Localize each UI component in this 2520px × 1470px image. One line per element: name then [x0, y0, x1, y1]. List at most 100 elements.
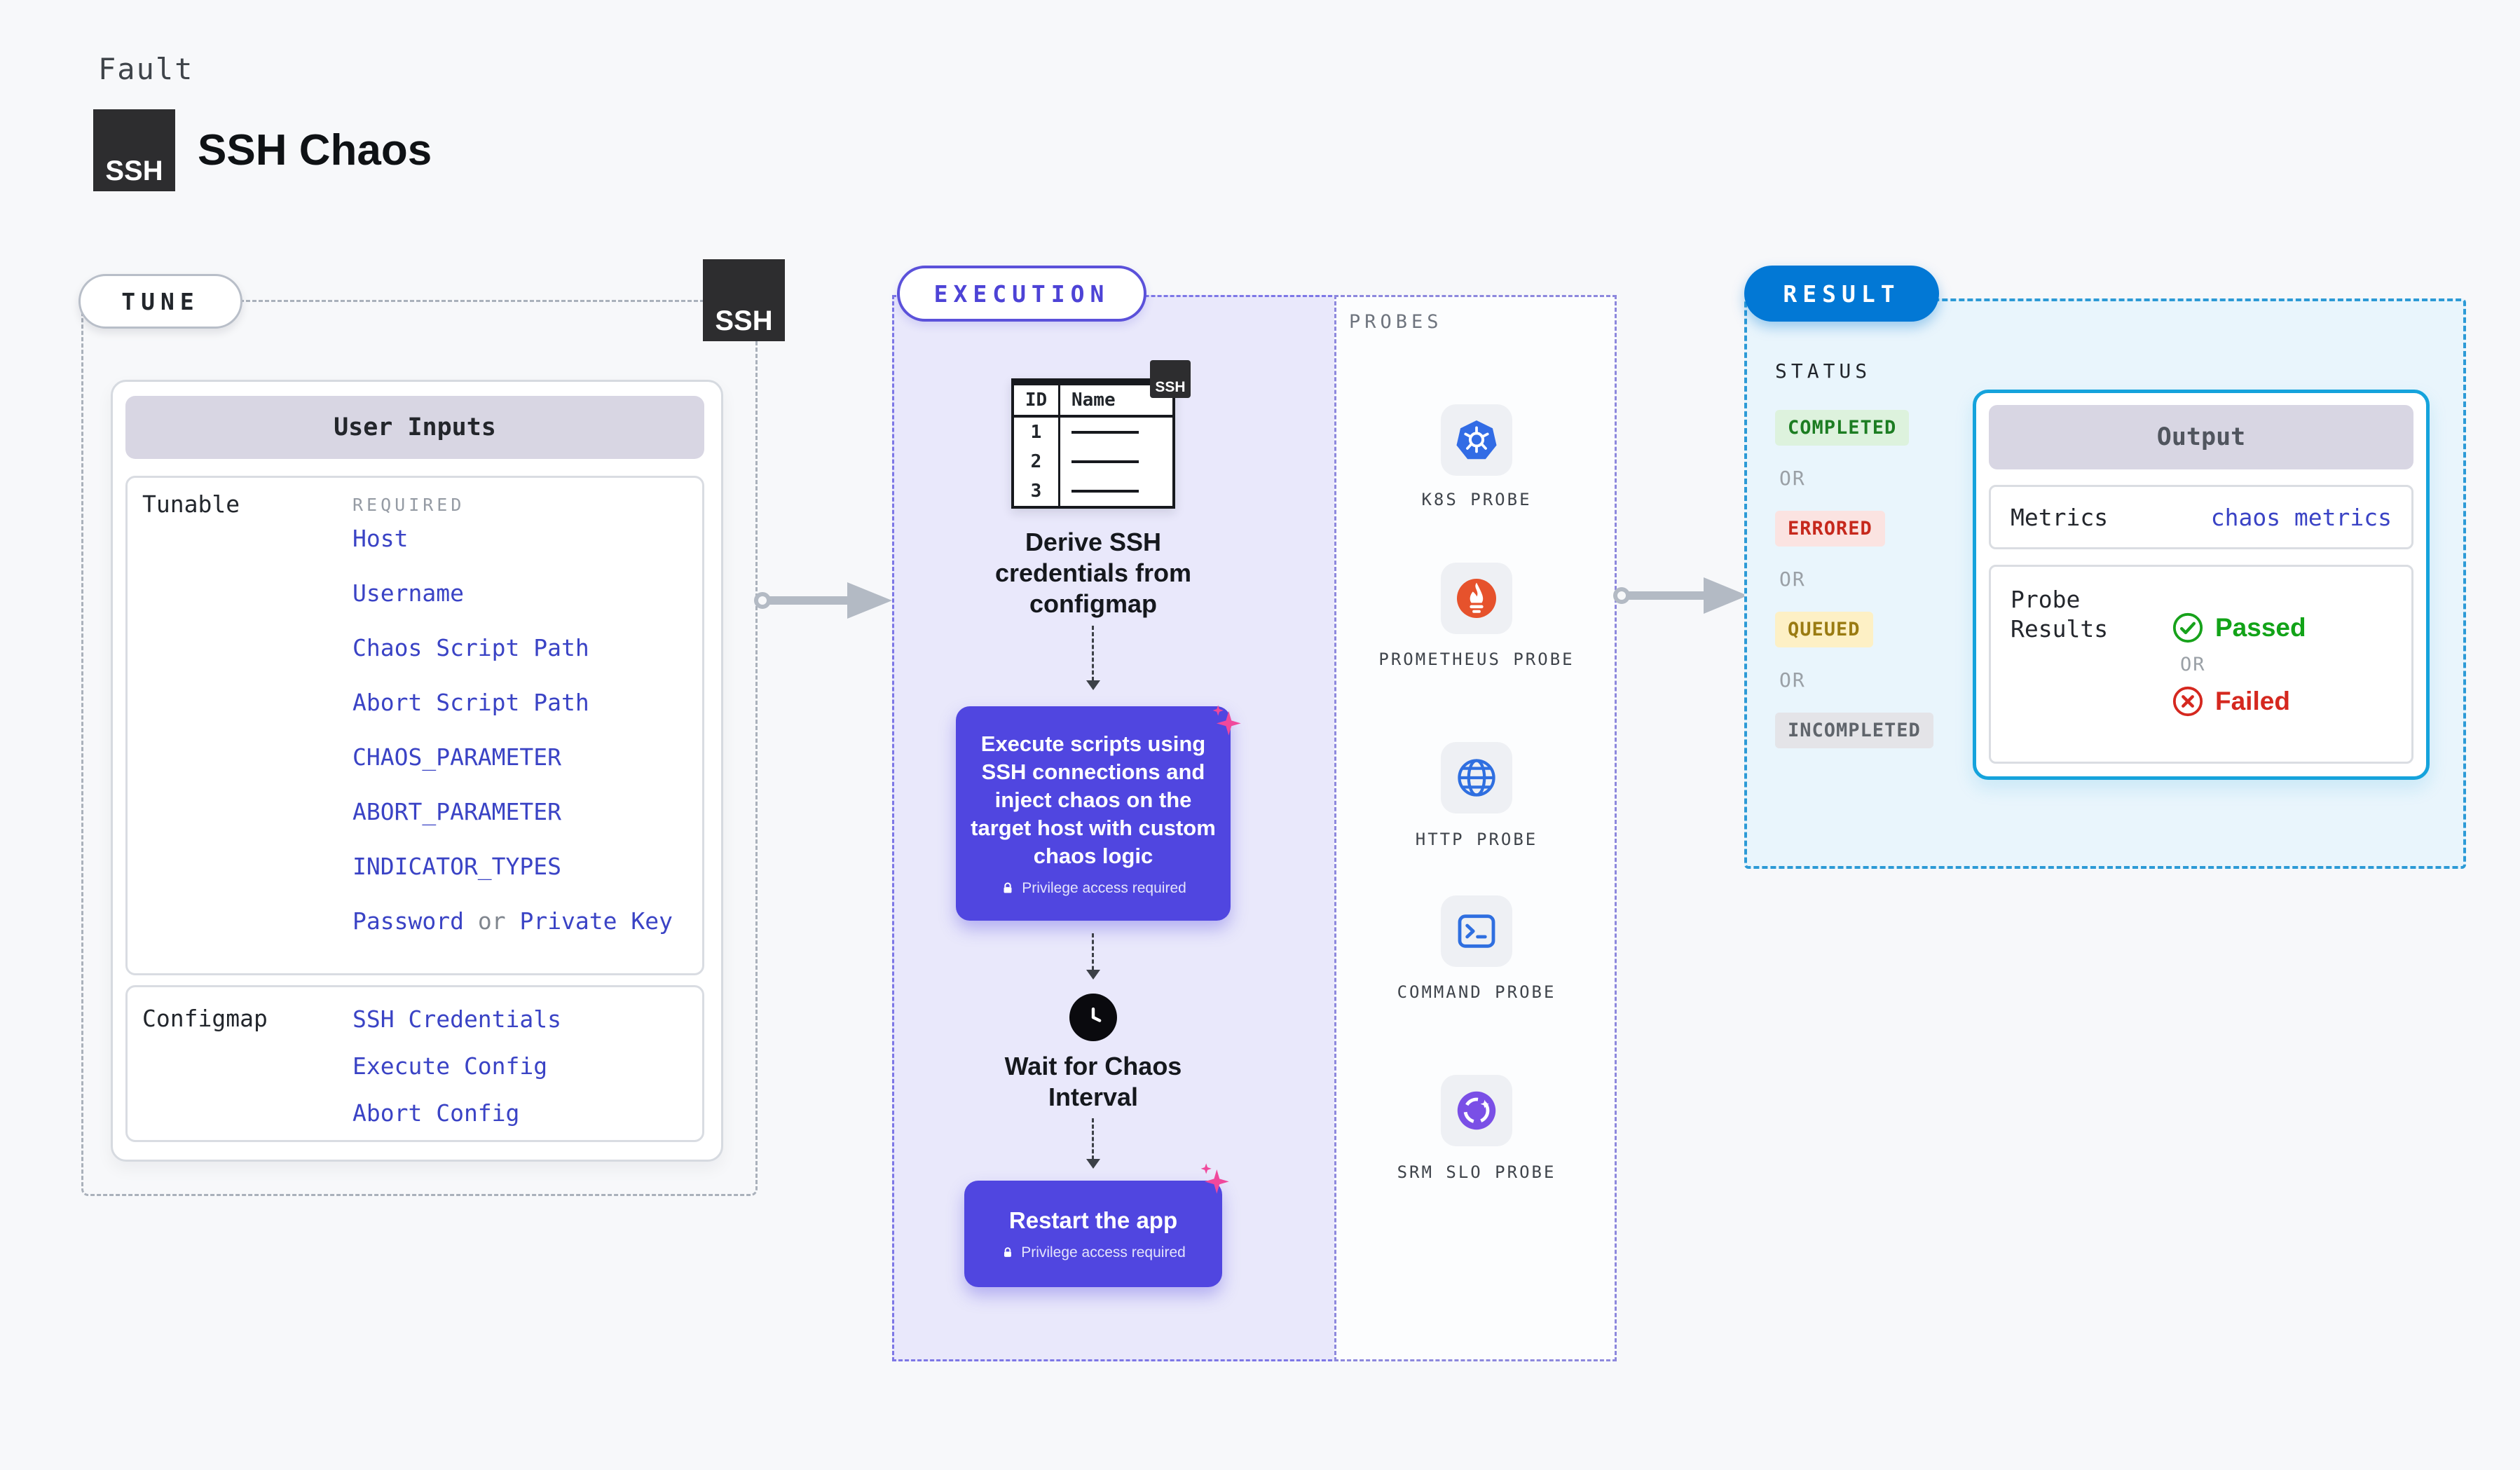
result-pill: RESULT [1744, 266, 1939, 322]
http-probe-tile [1441, 742, 1512, 813]
table-row-id: 3 [1014, 476, 1060, 506]
clock-icon [1069, 994, 1117, 1041]
table-row-id: 1 [1014, 418, 1060, 447]
output-header: Output [1989, 405, 2413, 469]
x-circle-icon [2172, 686, 2203, 716]
fault-eyebrow: Fault [98, 52, 194, 86]
table-col-id: ID [1014, 385, 1060, 415]
probe-label: PROMETHEUS PROBE [1378, 650, 1575, 669]
link-password[interactable]: Password [352, 907, 464, 935]
prometheus-probe-tile [1441, 563, 1512, 634]
status-list: COMPLETED OR ERRORED OR QUEUED OR INCOMP… [1775, 410, 1933, 748]
or-separator: OR [2180, 653, 2206, 675]
status-badge-queued: QUEUED [1775, 612, 1873, 647]
metrics-row: Metrics chaos metrics [1989, 485, 2413, 549]
tunable-section [125, 476, 704, 975]
chaos-metrics-link[interactable]: chaos metrics [2210, 503, 2392, 531]
probe-results-label: Probe Results [2011, 586, 2109, 643]
table-row: 3 [1014, 476, 1172, 506]
command-probe-tile [1441, 895, 1512, 967]
password-or-privatekey-line: Password or Private Key [352, 909, 673, 933]
sparkle-icon [1212, 705, 1241, 736]
table-row: 2 [1014, 447, 1172, 476]
metrics-label: Metrics [2011, 503, 2109, 531]
probes-label: PROBES [1349, 311, 1443, 333]
table-row-dash [1071, 490, 1139, 493]
link-ssh-credentials[interactable]: SSH Credentials [352, 1005, 562, 1033]
configmap-table-icon: ID Name 1 2 3 [1011, 378, 1175, 509]
sparkle-icon [1200, 1163, 1229, 1194]
table-row-dash [1071, 460, 1139, 463]
failed-label: Failed [2215, 686, 2290, 715]
link-indicator-types[interactable]: INDICATOR_TYPES [352, 853, 562, 880]
table-row: 1 [1014, 418, 1172, 447]
check-circle-icon [2172, 612, 2203, 643]
probe-label: K8S PROBE [1421, 490, 1532, 509]
execute-scripts-text: Execute scripts using SSH connections an… [971, 731, 1216, 868]
step-derive-credentials-title: Derive SSH credentials from configmap [994, 528, 1192, 618]
user-inputs-card [111, 380, 723, 1162]
privilege-badge: Privilege access required [1000, 880, 1186, 897]
privilege-badge-text: Privilege access required [1022, 880, 1186, 896]
tunable-links: Host Username Chaos Script Path Abort Sc… [352, 527, 673, 933]
link-host[interactable]: Host [352, 525, 409, 552]
restart-app-step: Restart the app Privilege access require… [964, 1181, 1222, 1287]
link-abort-script-path[interactable]: Abort Script Path [352, 689, 589, 716]
flow-arrow-tune-to-execution [754, 582, 892, 619]
link-private-key[interactable]: Private Key [519, 907, 673, 935]
ssh-chip-icon: SSH [1150, 360, 1191, 398]
down-arrow-icon [1086, 1118, 1100, 1169]
table-col-name: Name [1071, 390, 1116, 411]
tune-pill: TUNE [78, 274, 242, 329]
wait-for-chaos-title: Wait for Chaos Interval [1004, 1052, 1182, 1111]
configmap-section [125, 985, 704, 1142]
tune-region [81, 300, 758, 1196]
restart-app-text: Restart the app [1008, 1207, 1178, 1233]
link-execute-config[interactable]: Execute Config [352, 1052, 548, 1080]
probe-verdicts: Passed OR Failed [2138, 567, 2411, 762]
probe-label: COMMAND PROBE [1397, 982, 1556, 1002]
probe-label: HTTP PROBE [1415, 830, 1538, 849]
user-inputs-header: User Inputs [125, 396, 704, 459]
table-header: ID Name [1014, 385, 1172, 418]
link-abort-config[interactable]: Abort Config [352, 1099, 520, 1127]
status-badge-completed: COMPLETED [1775, 410, 1910, 446]
execute-scripts-step: Execute scripts using SSH connections an… [956, 706, 1231, 921]
ssh-badge-icon: SSH [703, 259, 785, 341]
link-abort-parameter[interactable]: ABORT_PARAMETER [352, 798, 562, 825]
terminal-icon [1458, 914, 1495, 948]
link-chaos-parameter[interactable]: CHAOS_PARAMETER [352, 743, 562, 771]
page-title: SSH Chaos [198, 126, 432, 174]
or-text: or [477, 907, 506, 935]
privilege-badge: Privilege access required [1001, 1244, 1186, 1261]
or-separator: OR [1779, 467, 1806, 490]
kubernetes-icon [1456, 420, 1497, 460]
status-badge-errored: ERRORED [1775, 511, 1885, 547]
srm-slo-probe-tile [1441, 1075, 1512, 1146]
configmap-label: Configmap [142, 1005, 268, 1032]
passed-row: Passed [2172, 612, 2411, 644]
configmap-links: SSH Credentials Execute Config Abort Con… [352, 1008, 561, 1125]
k8s-probe-tile [1441, 404, 1512, 476]
globe-icon [1458, 759, 1495, 797]
down-arrow-icon [1086, 933, 1100, 980]
srm-slo-icon [1457, 1091, 1496, 1130]
down-arrow-icon [1086, 626, 1100, 690]
required-label: REQUIRED [352, 495, 465, 515]
or-separator: OR [1779, 668, 1806, 692]
probe-results-row: Probe Results Passed OR Failed [1989, 565, 2413, 764]
privilege-badge-text: Privilege access required [1021, 1244, 1186, 1261]
lock-icon [1004, 1247, 1012, 1257]
or-separator: OR [1779, 568, 1806, 591]
link-chaos-script-path[interactable]: Chaos Script Path [352, 634, 589, 661]
lock-icon [1004, 882, 1012, 893]
table-row-id: 2 [1014, 447, 1060, 476]
flow-arrow-execution-to-result [1613, 577, 1748, 614]
passed-label: Passed [2215, 612, 2306, 642]
table-row-dash [1071, 431, 1139, 434]
failed-row: Failed [2172, 685, 2411, 717]
probe-label: SRM SLO PROBE [1397, 1162, 1556, 1182]
status-label: STATUS [1775, 359, 1872, 383]
link-username[interactable]: Username [352, 579, 464, 607]
ssh-logo-icon: SSH [93, 109, 175, 191]
